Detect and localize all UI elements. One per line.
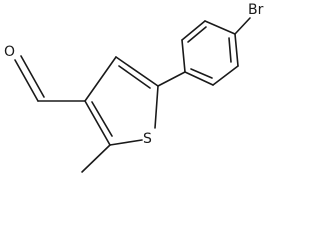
bond-aldehyde-co-1 bbox=[14, 59, 39, 102]
bonds bbox=[14, 17, 251, 173]
chemical-structure: O S Br bbox=[4, 2, 264, 173]
bond-c2-methyl bbox=[81, 144, 111, 173]
oxygen-label: O bbox=[4, 44, 15, 60]
bond-ph6 bbox=[184, 71, 214, 86]
bond-ph4-inner bbox=[228, 37, 232, 63]
bromine-label: Br bbox=[248, 2, 264, 18]
bond-c2-c3-inner bbox=[91, 101, 113, 137]
bond-ph4 bbox=[234, 33, 239, 67]
bond-ph1 bbox=[181, 39, 186, 73]
bond-c3-c4 bbox=[84, 56, 117, 102]
bond-c4-c5 bbox=[115, 56, 159, 87]
bond-ph3 bbox=[204, 20, 236, 35]
atom-labels: O S Br bbox=[4, 2, 264, 147]
bond-aldehyde-co-2 bbox=[20, 55, 45, 98]
bond-ph6-inner bbox=[190, 68, 213, 79]
bond-ph5 bbox=[212, 65, 239, 86]
bond-c5-phenyl bbox=[157, 71, 186, 87]
bond-c5-s bbox=[154, 85, 159, 129]
bond-s-c2 bbox=[109, 139, 143, 146]
bond-c4-c5-inner bbox=[118, 65, 151, 89]
bond-ph2-inner bbox=[187, 26, 207, 43]
bond-ph2 bbox=[181, 20, 206, 41]
bond-c-br bbox=[234, 17, 251, 35]
sulfur-label: S bbox=[143, 131, 152, 147]
bond-c2-c3 bbox=[84, 100, 111, 146]
